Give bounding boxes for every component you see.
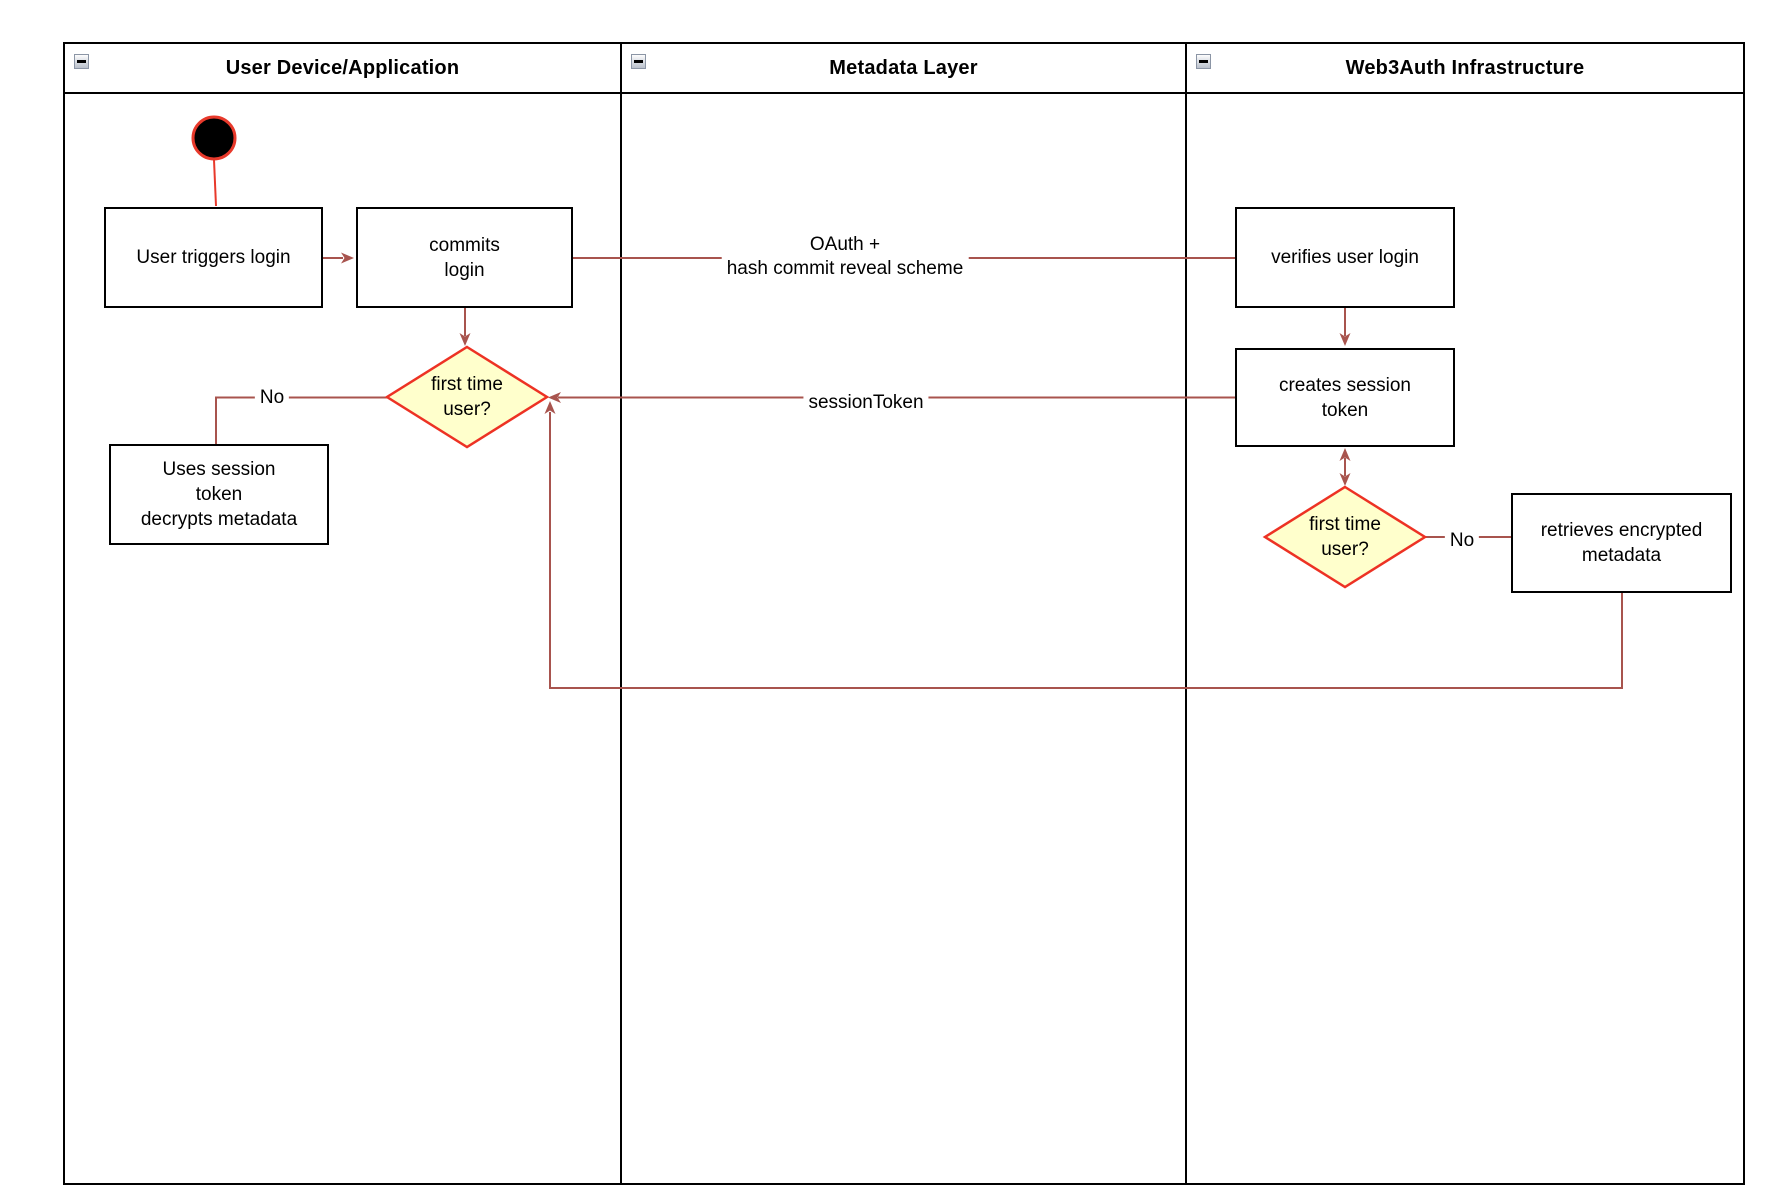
- lane-title: User Device/Application: [225, 56, 460, 79]
- lane-title: Web3Auth Infrastructure: [1345, 56, 1585, 79]
- node-retrieves-encrypted-metadata: retrieves encrypted metadata: [1511, 493, 1732, 593]
- lane-metadata-layer: Metadata Layer: [622, 44, 1187, 1183]
- lane-title: Metadata Layer: [829, 56, 978, 79]
- lane-web3auth-infrastructure: Web3Auth Infrastructure: [1187, 44, 1743, 1183]
- edge-label-session-token: sessionToken: [803, 391, 929, 415]
- edge-label-oauth: OAuth + hash commit reveal scheme: [721, 233, 969, 281]
- collapse-lane-button[interactable]: [74, 54, 89, 69]
- node-verifies-user-login: verifies user login: [1235, 207, 1455, 308]
- edge-label-no-left: No: [254, 386, 290, 410]
- node-uses-session-token: Uses session token decrypts metadata: [109, 444, 329, 545]
- edge-label-no-right: No: [1444, 529, 1480, 553]
- collapse-lane-button[interactable]: [1196, 54, 1211, 69]
- decision-label-first-time-user-left: first time user?: [431, 374, 503, 420]
- minus-icon: [1199, 60, 1208, 63]
- lane-header-user-device-application: User Device/Application: [65, 44, 620, 94]
- node-creates-session-token: creates session token: [1235, 348, 1455, 447]
- lane-header-web3auth-infrastructure: Web3Auth Infrastructure: [1187, 44, 1743, 94]
- lane-header-metadata-layer: Metadata Layer: [622, 44, 1185, 94]
- node-user-triggers-login: User triggers login: [104, 207, 323, 308]
- minus-icon: [77, 60, 86, 63]
- node-commits-login: commits login: [356, 207, 573, 308]
- minus-icon: [634, 60, 643, 63]
- collapse-lane-button[interactable]: [631, 54, 646, 69]
- decision-label-first-time-user-right: first time user?: [1309, 514, 1381, 560]
